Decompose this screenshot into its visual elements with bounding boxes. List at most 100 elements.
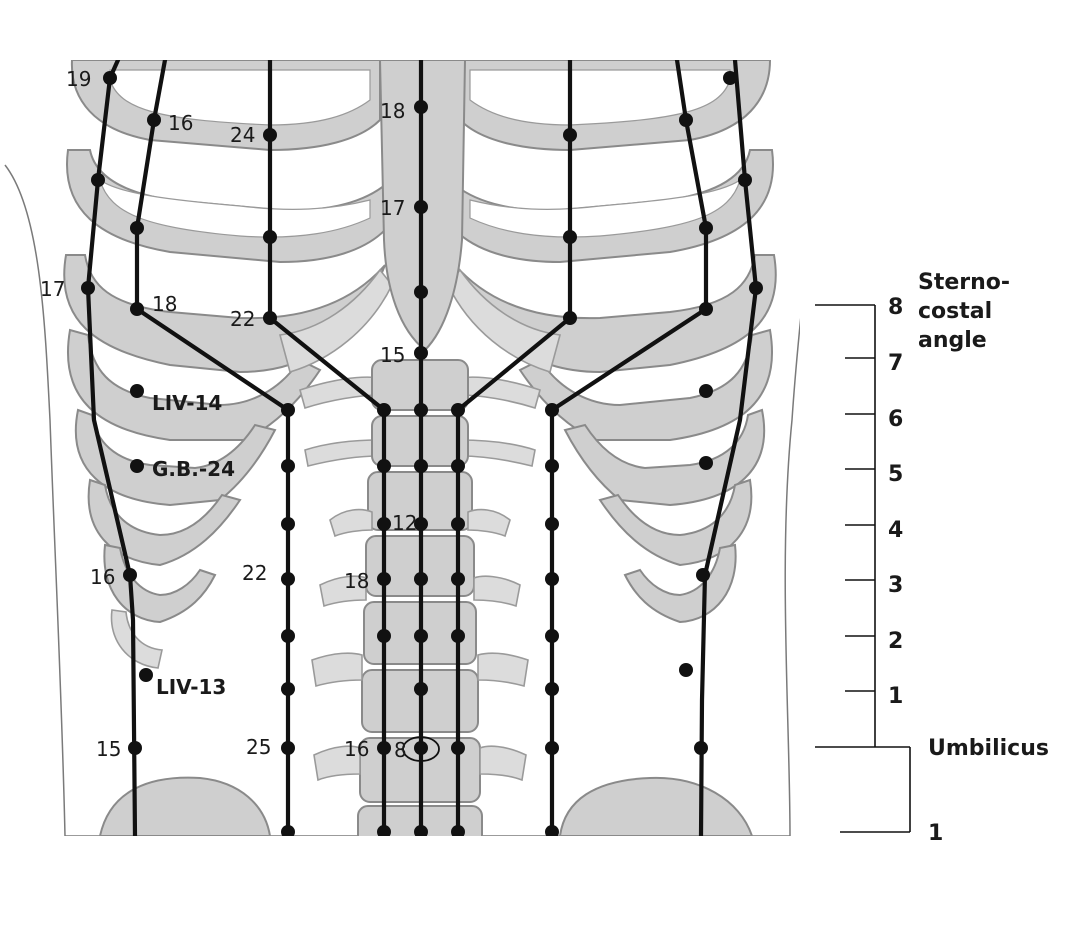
acupoint	[545, 629, 559, 643]
acupoint	[377, 403, 391, 417]
sternocostal-angle-label: costal	[918, 299, 992, 324]
left-iliac-crest	[98, 776, 272, 836]
point-label: 25	[246, 735, 271, 759]
acupuncture-points	[81, 71, 763, 836]
acupoint	[263, 311, 277, 325]
point-label: 16	[90, 565, 115, 589]
meridian-channels	[85, 60, 759, 836]
point-label: 16	[344, 737, 369, 761]
acupoint	[281, 682, 295, 696]
acupoint	[414, 100, 428, 114]
acupoint	[414, 346, 428, 360]
acupoint	[263, 230, 277, 244]
acupoint	[263, 128, 277, 142]
acupoint	[699, 456, 713, 470]
left-ribcage	[63, 60, 393, 669]
acupoint	[281, 629, 295, 643]
sternocostal-angle-label: angle	[918, 328, 987, 353]
acupoint	[281, 572, 295, 586]
point-label: 12	[392, 511, 417, 535]
acupoint	[377, 459, 391, 473]
acupoint	[451, 629, 465, 643]
acupoint	[451, 741, 465, 755]
acupoint	[699, 302, 713, 316]
acupoint	[545, 741, 559, 755]
scale-mark: 5	[888, 462, 903, 487]
point-label: 22	[242, 561, 267, 585]
acupoint	[699, 221, 713, 235]
acupoint	[696, 568, 710, 582]
acupoint	[451, 403, 465, 417]
proportional-scale: 8 7 6 5 4 3 2 1 1 Sterno- costal angle U…	[815, 270, 1049, 846]
scale-mark: 8	[888, 295, 903, 320]
acupoint	[545, 517, 559, 531]
scale-mark: 6	[888, 407, 903, 432]
channel-right-stomach	[455, 60, 573, 836]
scale-mark: 2	[888, 629, 903, 654]
acupoint	[123, 568, 137, 582]
acupoint	[451, 572, 465, 586]
acupoint	[91, 173, 105, 187]
channel-right-spleen	[549, 60, 709, 836]
acupoint	[414, 200, 428, 214]
sternocostal-angle-label: Sterno-	[918, 270, 1010, 295]
anatomy-illustration	[4, 60, 800, 836]
point-label: 8	[394, 738, 407, 762]
acupoint	[414, 459, 428, 473]
acupoint	[281, 403, 295, 417]
channel-left-spleen	[134, 60, 291, 836]
acupoint	[377, 629, 391, 643]
acupoint	[281, 459, 295, 473]
point-label: 17	[380, 196, 405, 220]
acupoint	[679, 113, 693, 127]
point-label: 17	[40, 277, 65, 301]
acupoint	[414, 825, 428, 836]
acupoint	[699, 384, 713, 398]
acupoint	[545, 825, 559, 836]
point-label-gb-24: G.B.-24	[152, 457, 235, 481]
point-label: 15	[380, 343, 405, 367]
acupoint	[281, 517, 295, 531]
acupoint	[414, 517, 428, 531]
acupoint	[545, 572, 559, 586]
acupoint	[139, 668, 153, 682]
torso-outline	[4, 164, 800, 836]
acupoint	[679, 663, 693, 677]
acupoint	[414, 682, 428, 696]
acupoint	[377, 572, 391, 586]
acupoint	[414, 629, 428, 643]
acupoint	[281, 825, 295, 836]
point-label: 16	[168, 111, 193, 135]
acupoint	[103, 71, 117, 85]
acupoint	[451, 517, 465, 531]
acupoint	[377, 825, 391, 836]
acupoint	[738, 173, 752, 187]
acupoint	[749, 281, 763, 295]
acupoint	[545, 459, 559, 473]
acupoint	[130, 302, 144, 316]
acupoint	[563, 311, 577, 325]
acupoint	[563, 128, 577, 142]
right-iliac-crest	[558, 776, 754, 836]
acupoint	[377, 741, 391, 755]
acupoint	[451, 825, 465, 836]
acupoint	[130, 384, 144, 398]
channel-left-stomach	[267, 60, 387, 836]
acupoint	[563, 230, 577, 244]
acupoint	[545, 403, 559, 417]
acupoint	[545, 682, 559, 696]
acupoint	[451, 459, 465, 473]
channel-left-outer	[85, 60, 138, 836]
acupoint	[81, 281, 95, 295]
acupoint	[130, 221, 144, 235]
scale-mark: 3	[888, 573, 903, 598]
scale-mark: 1	[928, 821, 943, 846]
point-label: 22	[230, 307, 255, 331]
acupoint	[130, 459, 144, 473]
point-label: 18	[344, 569, 369, 593]
acupoint	[414, 403, 428, 417]
acupoint	[128, 741, 142, 755]
acupoint	[147, 113, 161, 127]
point-label: 18	[380, 99, 405, 123]
